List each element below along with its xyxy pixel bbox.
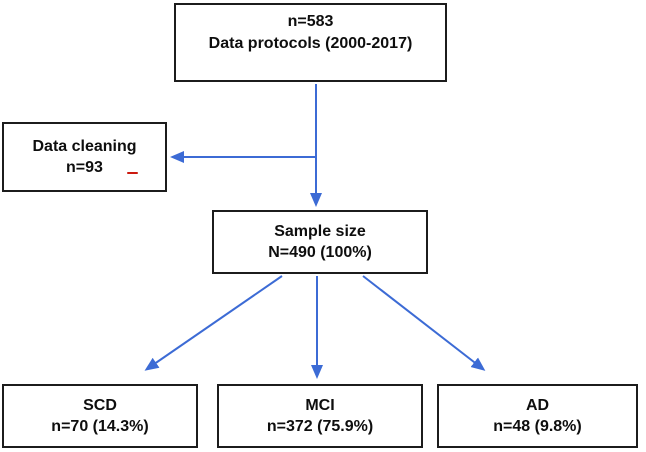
node-mci-line1: MCI (305, 396, 335, 414)
node-sample-size: Sample size N=490 (100%) (212, 210, 428, 274)
node-data-cleaning-line2: n=93 (66, 159, 103, 176)
node-data-protocols: n=583 Data protocols (2000-2017) (174, 3, 447, 82)
node-mci: MCI n=372 (75.9%) (217, 384, 423, 448)
node-scd-line2: n=70 (14.3%) (51, 418, 149, 435)
node-data-protocols-line1: n=583 (287, 13, 334, 30)
node-scd: SCD n=70 (14.3%) (2, 384, 198, 448)
node-ad: AD n=48 (9.8%) (437, 384, 638, 448)
node-mci-line2: n=372 (75.9%) (266, 418, 374, 435)
node-scd-line1: SCD (83, 396, 117, 414)
arrow-sample-to-ad (362, 275, 486, 371)
node-data-cleaning-line1: Data cleaning (32, 137, 137, 155)
node-sample-size-line2: N=490 (100%) (268, 244, 372, 261)
arrow-sample-to-scd (144, 275, 283, 371)
node-ad-line1: AD (525, 396, 550, 414)
node-sample-size-line1: Sample size (274, 222, 366, 240)
node-data-cleaning: Data cleaning n=93 (2, 122, 167, 192)
node-ad-line2: n=48 (9.8%) (493, 418, 582, 435)
spellcheck-underline (127, 172, 138, 174)
node-data-protocols-line2: Data protocols (2000-2017) (208, 34, 413, 52)
